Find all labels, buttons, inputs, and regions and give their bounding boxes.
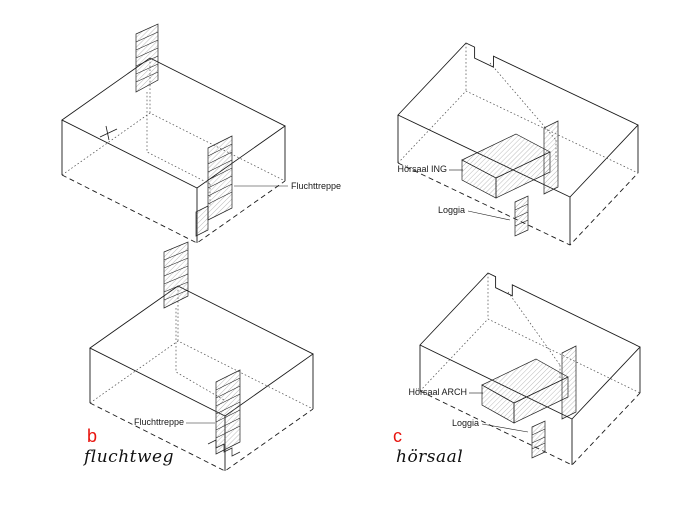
label-fluchttreppe-upper: Fluchttreppe [291,181,342,191]
escape-stair-lower [195,135,233,237]
leader-loggia-ing [467,210,511,221]
label-fluchttreppe-lower: Fluchttreppe [133,417,184,427]
loggia-stair-body [514,195,529,237]
axon-top-left [61,23,288,244]
scheme-marker-b: b [87,426,98,446]
tower-steps [135,31,159,83]
escape-stair-tower [135,23,159,93]
interior-dotted-path [146,92,211,206]
building-box [419,272,641,466]
scheme-caption-hoersaal: hörsaal [396,447,464,467]
building-box [397,42,639,246]
stair-zigzag [207,439,241,457]
lecture-hall-volume [461,120,559,199]
loggia-stair-steps [514,203,529,227]
box-base-dashed [89,402,314,472]
building-box [61,57,286,244]
axon-top-right [397,42,639,246]
tower-steps [163,249,189,301]
box-vertical-edges [419,345,641,465]
box-top-face [397,42,639,198]
hall-end-wall [543,120,559,195]
loggia-stair [531,420,546,459]
tower-body [163,241,189,309]
scheme-marker-c: c [393,426,402,446]
box-vertical-edges [61,120,286,243]
roof-antenna [99,125,118,141]
box-base-dashed [397,162,639,246]
box-hidden-edges [89,286,314,410]
escape-stair-tower [163,241,189,309]
label-loggia-ing: Loggia [438,205,466,215]
tower-body [135,23,159,93]
box-top-face [89,285,314,417]
box-vertical-edges [397,115,639,245]
leader-loggia-arch [481,423,529,433]
box-hidden-edges [61,58,286,182]
box-top-face [419,272,641,420]
stair-steps [215,377,241,439]
building-box [89,285,314,472]
label-hoersaal-arch: Hörsaal ARCH [408,387,467,397]
scheme-caption-fluchtweg: fluchtweg [84,447,174,467]
box-hidden-edges [419,273,641,394]
box-hidden-edges [397,43,639,174]
box-top-face [61,57,286,189]
label-loggia-arch: Loggia [452,418,480,428]
loggia-stair-body [531,420,546,459]
escape-stair-lower [207,369,241,457]
label-hoersaal-ing: Hörsaal ING [397,164,447,174]
axon-bottom-left [89,241,314,472]
hall-end-wall [561,345,577,420]
stair-landing [195,205,209,237]
loggia-stair-steps [531,428,546,450]
box-base-dashed [61,174,286,244]
lecture-hall-volume [481,345,577,424]
axon-bottom-right [419,272,641,466]
stair-steps [207,143,233,205]
loggia-stair [514,195,529,237]
